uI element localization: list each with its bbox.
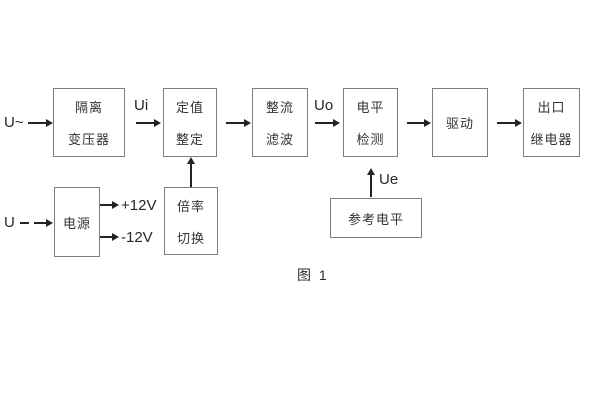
block-ratio-switch: 倍率 切换 — [164, 187, 218, 255]
arrow-ratio-to-setting — [190, 164, 192, 187]
block-isolation-transformer-line2: 变压器 — [67, 132, 110, 147]
label-dc-input: U — [4, 214, 15, 231]
label-ue: Ue — [379, 171, 399, 188]
dc-input-dash — [20, 222, 29, 224]
arrow-drive-to-relay — [497, 122, 515, 124]
arrow-power-plus12 — [100, 204, 112, 206]
arrow-transformer-to-setting — [136, 122, 154, 124]
block-level-detect-line2: 检测 — [356, 132, 385, 147]
arrow-reference-to-level — [370, 175, 372, 197]
block-output-relay-line1: 出口 — [537, 100, 566, 115]
label-plus12v: +12V — [121, 197, 157, 214]
block-drive-label: 驱动 — [445, 116, 474, 131]
block-reference-level-label: 参考电平 — [347, 211, 404, 227]
block-ratio-switch-line1: 倍率 — [176, 198, 205, 214]
block-power-supply-label: 电源 — [62, 215, 91, 231]
block-rectifier-filter: 整流 滤波 — [252, 88, 308, 157]
block-output-relay: 出口 继电器 — [523, 88, 580, 157]
arrow-level-to-drive — [407, 122, 424, 124]
block-output-relay-line2: 继电器 — [530, 132, 573, 147]
label-minus12v: -12V — [121, 229, 153, 246]
block-setting-adjust: 定值 整定 — [163, 88, 217, 157]
arrow-dc-to-power — [34, 222, 46, 224]
block-rectifier-filter-line2: 滤波 — [265, 132, 294, 147]
block-isolation-transformer-line1: 隔离 — [74, 100, 103, 115]
arrow-power-minus12 — [100, 236, 112, 238]
block-level-detect-line1: 电平 — [356, 100, 385, 115]
block-rectifier-filter-line1: 整流 — [265, 100, 294, 115]
label-ac-input: U~ — [4, 114, 24, 131]
block-level-detect: 电平 检测 — [343, 88, 398, 157]
block-reference-level: 参考电平 — [330, 198, 422, 238]
figure-caption: 图 1 — [297, 267, 329, 283]
arrow-rectifier-to-level — [315, 122, 333, 124]
arrow-ac-to-transformer — [28, 122, 46, 124]
block-drive: 驱动 — [432, 88, 488, 157]
block-ratio-switch-line2: 切换 — [176, 230, 205, 246]
block-power-supply: 电源 — [54, 187, 100, 257]
label-uo: Uo — [314, 97, 334, 114]
block-setting-adjust-line1: 定值 — [175, 100, 204, 115]
arrow-setting-to-rectifier — [226, 122, 244, 124]
block-isolation-transformer: 隔离 变压器 — [53, 88, 125, 157]
block-setting-adjust-line2: 整定 — [175, 132, 204, 147]
label-ui: Ui — [134, 97, 149, 114]
